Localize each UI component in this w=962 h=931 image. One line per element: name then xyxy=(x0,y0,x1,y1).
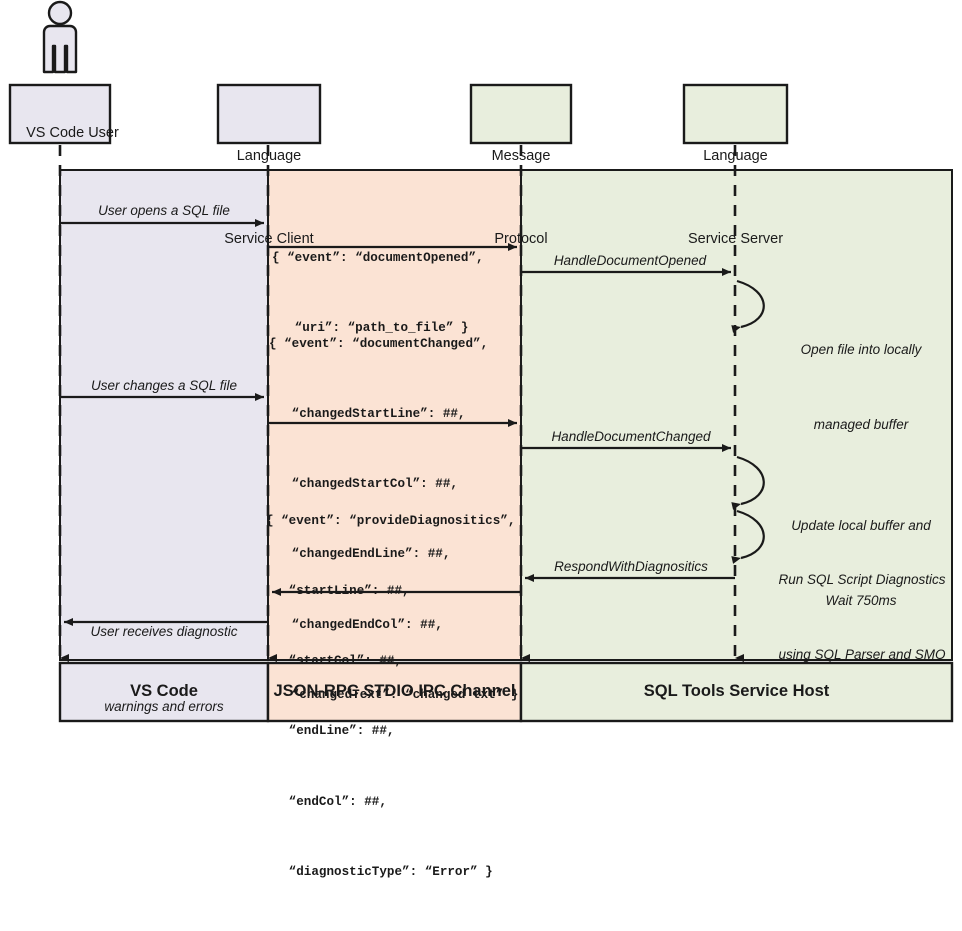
participant-line-1: Language xyxy=(703,148,768,165)
self-note-update-buffer: Update local buffer and Wait 750ms xyxy=(768,464,954,664)
participant-line-1: Message xyxy=(491,148,551,165)
sequence-diagram: VS Code User Language Service Client Mes… xyxy=(8,0,958,879)
participant-box-message-protocol[interactable] xyxy=(469,83,573,145)
json-line: “startLine”: ##, xyxy=(266,584,410,599)
footer-label-ipc-channel: JSON-RPC STDIO IPC Channel xyxy=(273,682,516,700)
participant-line-2: Service Server xyxy=(687,230,784,247)
json-line: “uri”: “path_to_file” } xyxy=(272,321,469,336)
json-line: “changedText”: “changed txt” } xyxy=(269,687,519,702)
message-label-user-changes-sql-file: User changes a SQL file xyxy=(90,378,238,393)
message-line-2: warnings and errors xyxy=(104,698,224,714)
json-payload-document-changed: { “event”: “documentChanged”, “changedSt… xyxy=(269,286,518,754)
footer-box-vs-code[interactable] xyxy=(58,661,270,723)
json-payload-document-opened: { “event”: “documentOpened”, “uri”: “pat… xyxy=(272,200,484,387)
footer-label-service-host: SQL Tools Service Host xyxy=(643,682,830,700)
footer-box-ipc-channel[interactable] xyxy=(266,661,523,723)
participant-label-language-service-client: Language Service Client xyxy=(218,88,320,308)
json-line: “startCol”: ##, xyxy=(266,654,403,669)
json-line: “changedEndCol”: ##, xyxy=(269,617,443,632)
participant-label-message-protocol: Message Protocol xyxy=(471,88,571,308)
self-arrow-open-file xyxy=(731,279,765,333)
message-label-user-opens-sql-file: User opens a SQL file xyxy=(98,203,230,218)
participant-line-1: Language xyxy=(236,148,302,165)
self-note-line-1: Update local buffer and xyxy=(791,517,931,533)
self-note-line-2: managed buffer xyxy=(813,416,909,432)
json-line: { “event”: “provideDiagnositics”, xyxy=(266,513,516,528)
json-line: “changedStartCol”: ##, xyxy=(269,477,458,492)
json-line: “endLine”: ##, xyxy=(266,724,395,739)
self-arrow-run-diagnostics xyxy=(731,509,765,564)
participant-line-2: Protocol xyxy=(494,230,548,247)
message-label-handle-document-opened: HandleDocumentOpened xyxy=(553,253,707,268)
self-note-line-1: Open file into locally xyxy=(800,341,922,357)
footer-label-vs-code: VS Code xyxy=(130,682,198,700)
message-line-1: User receives diagnostic xyxy=(90,623,238,639)
json-line: “changedStartLine”: ##, xyxy=(269,407,466,422)
self-note-run-diagnostics: Run SQL Script Diagnostics using SQL Par… xyxy=(766,518,958,718)
vs-code-user-actor-icon xyxy=(42,0,78,74)
json-line: “diagnosticType”: “Error” } xyxy=(266,864,493,879)
participant-box-language-service-client[interactable] xyxy=(216,83,322,145)
self-note-line-2: Wait 750ms xyxy=(825,592,897,608)
diagram-canvas xyxy=(8,0,954,723)
self-note-line-2: using SQL Parser and SMO xyxy=(778,646,946,662)
json-line: “changedEndLine”: ##, xyxy=(269,547,451,562)
participant-box-language-service-server[interactable] xyxy=(682,83,789,145)
band-vs-code xyxy=(59,169,269,661)
message-label-user-receives-diagnostics: User receives diagnostic warnings and er… xyxy=(60,570,268,770)
self-arrow-update-buffer xyxy=(731,455,765,510)
participant-label-vs-code-user: VS Code User xyxy=(10,92,119,175)
participant-line-2: Service Client xyxy=(224,230,314,247)
json-line: { “event”: “documentChanged”, xyxy=(269,336,489,351)
participant-label-language-service-server: Language Service Server xyxy=(684,88,787,308)
band-ipc-channel xyxy=(267,169,522,661)
footer-box-service-host[interactable] xyxy=(519,661,954,723)
participant-line-1: VS Code User xyxy=(26,124,119,141)
self-note-line-1: Run SQL Script Diagnostics xyxy=(778,571,946,587)
self-note-open-file: Open file into locally managed buffer xyxy=(768,288,954,488)
participant-box-vs-code-user[interactable] xyxy=(8,83,112,145)
message-label-respond-with-diagnositics: RespondWithDiagnositics xyxy=(554,559,708,574)
json-line: { “event”: “documentOpened”, xyxy=(272,250,484,265)
json-line: “endCol”: ##, xyxy=(266,794,387,809)
message-label-handle-document-changed: HandleDocumentChanged xyxy=(551,429,711,444)
